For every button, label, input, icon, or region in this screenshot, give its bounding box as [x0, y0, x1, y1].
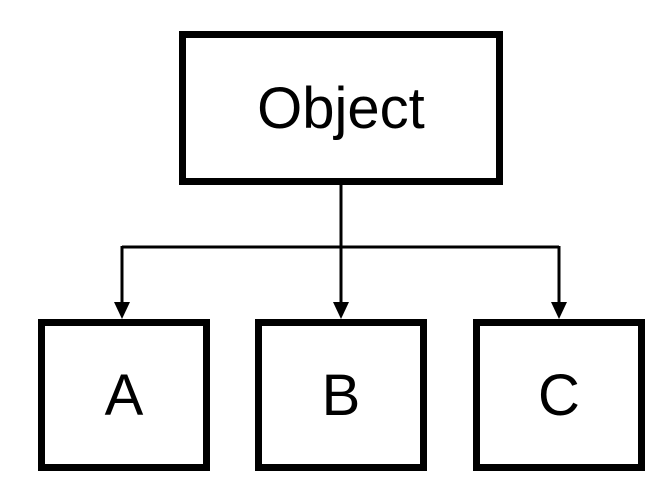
child-class-label-b: B	[321, 362, 361, 428]
child-class-label-a: A	[104, 362, 144, 428]
child-class-box-a: A	[38, 319, 210, 471]
child-class-box-b: B	[255, 319, 427, 471]
child-class-label-c: C	[538, 362, 580, 428]
root-class-box: Object	[179, 31, 503, 185]
arrowhead-b	[333, 302, 349, 319]
arrowhead-a	[114, 302, 130, 319]
root-class-label: Object	[257, 75, 425, 141]
arrowhead-c	[551, 302, 567, 319]
child-class-box-c: C	[473, 319, 645, 471]
